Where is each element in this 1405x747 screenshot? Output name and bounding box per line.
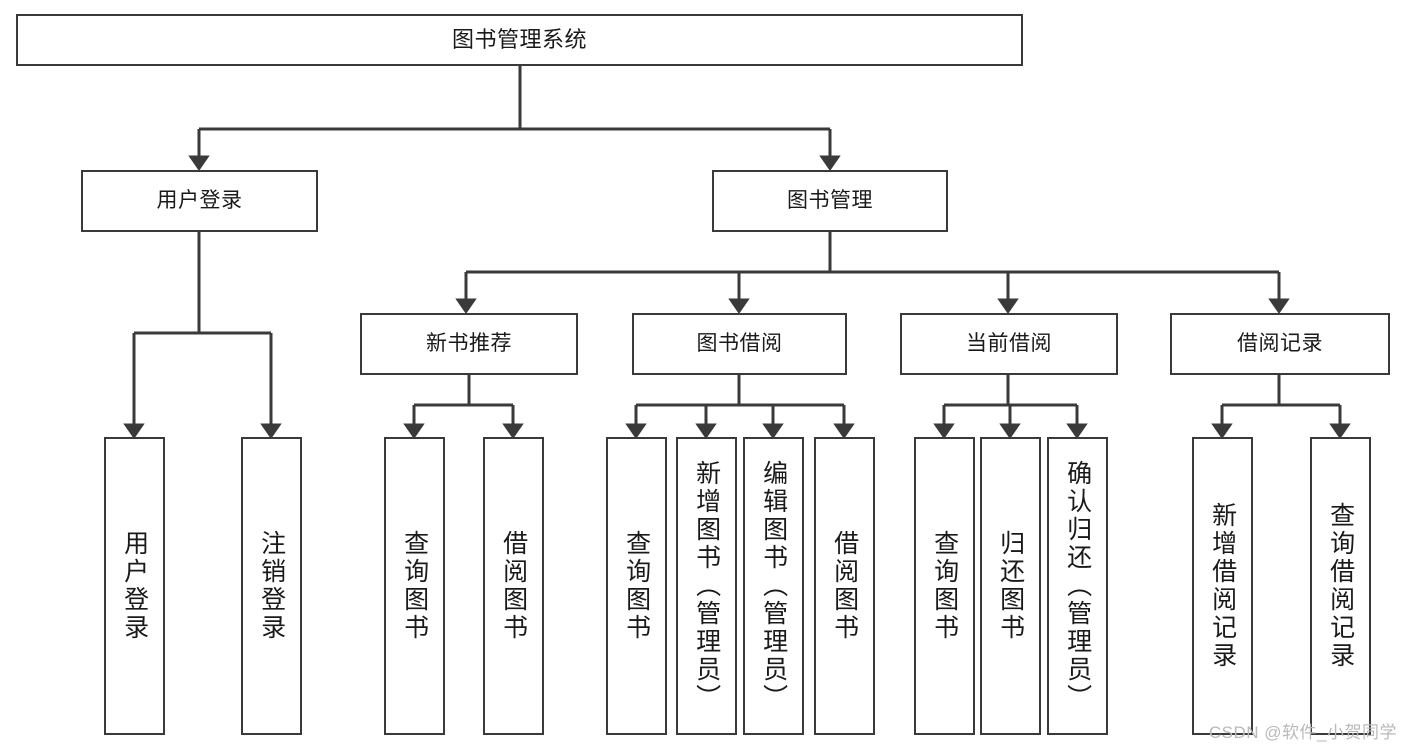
node-root-book-management-system[interactable]: 图书管理系统	[16, 14, 1023, 66]
node-label: 新增借阅记录	[1208, 502, 1237, 670]
leaf-new-book-query[interactable]: 查询图书	[384, 437, 445, 735]
node-label: 用户登录	[120, 530, 149, 642]
node-label: 图书管理	[787, 188, 873, 212]
leaf-current-borrow-return[interactable]: 归还图书	[980, 437, 1041, 735]
node-label: 查询图书	[622, 530, 651, 642]
node-label: 归还图书	[996, 530, 1025, 642]
node-label: 查询图书	[930, 530, 959, 642]
leaf-new-book-borrow[interactable]: 借阅图书	[483, 437, 544, 735]
node-user-login[interactable]: 用户登录	[81, 170, 318, 232]
node-label: 编辑图书（管理员）	[759, 460, 788, 712]
node-label: 注销登录	[257, 530, 286, 642]
leaf-book-borrow-query[interactable]: 查询图书	[606, 437, 667, 735]
leaf-current-borrow-query[interactable]: 查询图书	[914, 437, 975, 735]
leaf-user-login[interactable]: 用户登录	[104, 437, 165, 735]
node-label: 查询借阅记录	[1326, 502, 1355, 670]
node-book-borrow[interactable]: 图书借阅	[632, 313, 847, 375]
node-current-borrow[interactable]: 当前借阅	[900, 313, 1118, 375]
leaf-logout[interactable]: 注销登录	[241, 437, 302, 735]
leaf-book-borrow-add[interactable]: 新增图书（管理员）	[676, 437, 737, 735]
leaf-current-borrow-confirm[interactable]: 确认归还（管理员）	[1047, 437, 1108, 735]
leaf-borrow-record-query[interactable]: 查询借阅记录	[1310, 437, 1371, 735]
node-label: 图书借阅	[696, 331, 783, 355]
node-label: 借阅图书	[830, 530, 859, 642]
csdn-watermark: CSDN @软件_小贺同学	[1208, 723, 1397, 742]
node-label: 新增图书（管理员）	[692, 460, 721, 712]
node-label: 新书推荐	[426, 331, 512, 355]
node-label: 用户登录	[156, 188, 243, 212]
leaf-borrow-record-add[interactable]: 新增借阅记录	[1192, 437, 1253, 735]
node-label: 查询图书	[400, 530, 429, 642]
leaf-book-borrow-lend[interactable]: 借阅图书	[814, 437, 875, 735]
node-book-management[interactable]: 图书管理	[712, 170, 948, 232]
node-label: 图书管理系统	[451, 27, 587, 53]
node-label: 确认归还（管理员）	[1063, 460, 1092, 712]
node-borrow-record[interactable]: 借阅记录	[1170, 313, 1390, 375]
node-label: 当前借阅	[966, 331, 1052, 355]
leaf-book-borrow-edit[interactable]: 编辑图书（管理员）	[743, 437, 804, 735]
node-new-book-recommend[interactable]: 新书推荐	[360, 313, 578, 375]
node-label: 借阅图书	[499, 530, 528, 642]
node-label: 借阅记录	[1237, 331, 1323, 355]
